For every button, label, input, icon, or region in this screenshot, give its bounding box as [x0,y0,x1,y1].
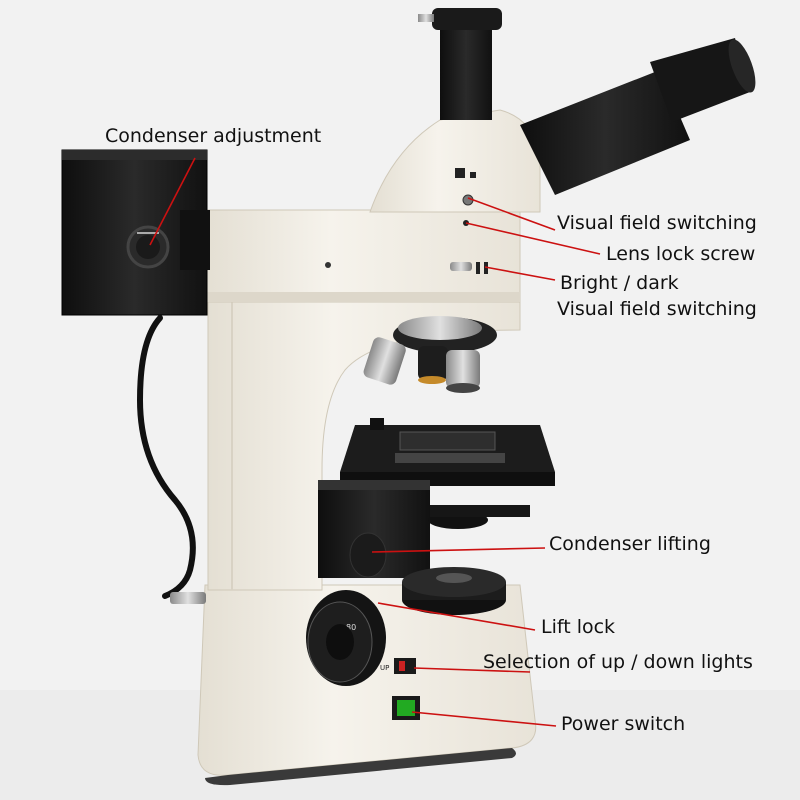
leader-condenser-adjustment [149,157,196,246]
eyepiece [520,38,756,195]
light-switch-panel: UP [380,658,420,720]
label-power-switch: Power switch [561,713,686,735]
bright-dark-lever [450,262,488,274]
switch-marker-text: UP [380,664,389,672]
svg-text:80: 80 [346,623,356,632]
microscope-base [197,584,537,786]
nosepiece [363,316,497,393]
label-visual-field-switching-2: Visual field switching [557,298,757,320]
body-hole [325,262,331,268]
label-lens-lock-screw: Lens lock screw [606,243,756,265]
label-lift-lock: Lift lock [541,616,616,638]
label-condenser-adjustment: Condenser adjustment [105,125,322,147]
label-up-down-lights: Selection of up / down lights [483,651,753,673]
lamp-housing [61,149,210,316]
leader-condenser-lifting [371,547,546,553]
label-condenser-lifting: Condenser lifting [549,533,711,555]
condenser-lifting-knob [349,532,387,578]
field-switch-marker [455,168,465,178]
leader-lift-lock [377,602,536,631]
focus-knob: 60 80 [306,590,386,686]
leader-lens-lock-screw [465,222,601,255]
stage-carrier [318,480,530,578]
leader-lines [149,157,601,727]
filter-wheel [402,567,506,615]
leader-power-switch [411,711,557,727]
leader-visual-field-switching [467,197,556,231]
trinocular-head [369,8,756,213]
camera-port [440,20,492,120]
stage [340,418,555,486]
power-cable [136,315,196,599]
label-bright-dark: Bright / dark [560,272,679,294]
cable-connector [170,592,206,604]
leader-bright-dark [484,266,556,281]
label-visual-field-switching: Visual field switching [557,212,757,234]
leader-up-down-lights [413,667,531,673]
